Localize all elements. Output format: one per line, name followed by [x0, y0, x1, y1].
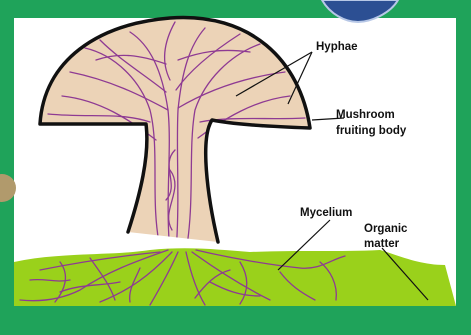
- label-organic-line1: Organic: [364, 223, 408, 235]
- label-organic-line2: matter: [364, 238, 400, 250]
- label-mycelium: Mycelium: [300, 207, 352, 219]
- label-hyphae: Hyphae: [316, 41, 358, 53]
- label-fruiting-line1: Mushroom: [336, 109, 395, 121]
- label-fruiting-line2: fruiting body: [336, 125, 407, 137]
